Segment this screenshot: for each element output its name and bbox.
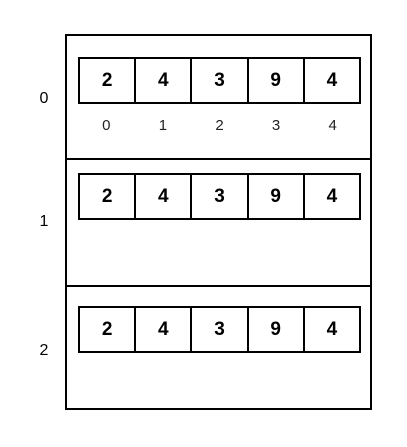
array-cell: 4: [326, 69, 338, 91]
index-label: 0: [102, 117, 111, 134]
array-cell: 4: [326, 185, 338, 207]
array-row-0: 2 4 3 9 4: [78, 57, 361, 104]
array-cell: 4: [136, 175, 193, 218]
array-cell: 3: [192, 175, 249, 218]
array-row-1: 2 4 3 9 4: [78, 173, 361, 220]
index-label: 4: [328, 117, 337, 134]
array-cell: 9: [249, 175, 305, 218]
array-cell: 2: [80, 175, 137, 218]
array-cell: 4: [136, 308, 193, 351]
row-divider-1: [65, 158, 372, 160]
array-cell: 4: [136, 59, 193, 102]
row-label-0: 0: [39, 90, 49, 107]
index-label: 3: [271, 117, 281, 134]
row-label-1: 1: [39, 213, 49, 230]
array-cell: 3: [192, 59, 249, 102]
array-cell: 4: [326, 318, 338, 340]
diagram-frame: [65, 34, 372, 410]
array-cell: 2: [80, 59, 137, 102]
index-label: 1: [158, 117, 168, 134]
array-cell: 2: [80, 308, 137, 351]
array-cell: 9: [249, 308, 305, 351]
row-label-2: 2: [39, 342, 49, 359]
row-divider-2: [65, 285, 372, 287]
index-label: 2: [215, 117, 224, 134]
index-labels: 0 1 2 3 4: [78, 117, 361, 134]
array-cell: 3: [192, 308, 249, 351]
array-cell: 9: [249, 59, 305, 102]
array-row-2: 2 4 3 9 4: [78, 306, 361, 353]
